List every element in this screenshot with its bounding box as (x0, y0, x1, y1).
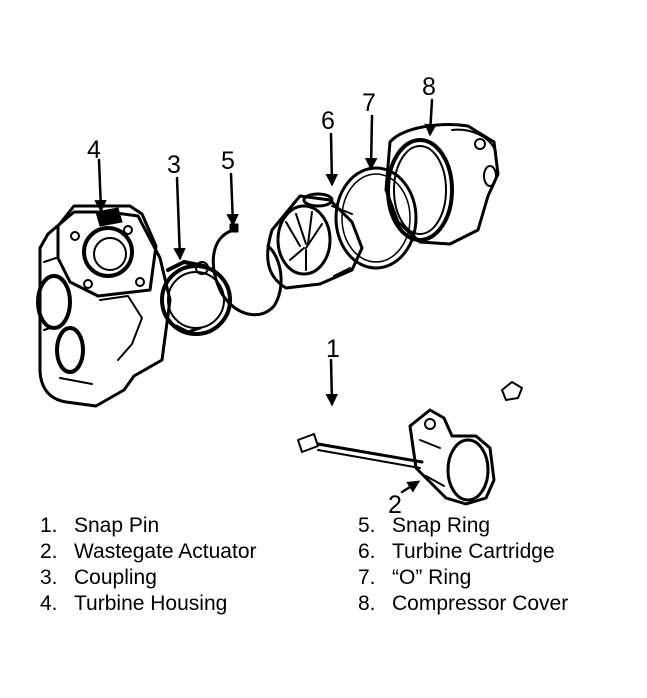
leader-7 (364, 114, 378, 171)
callout-2: 2 (388, 491, 402, 519)
compressor-cover (384, 123, 500, 246)
legend-label: Compressor Cover (392, 592, 569, 615)
legend-item: 2. Wastegate Actuator (40, 539, 257, 565)
callout-7: 7 (362, 89, 376, 117)
legend-label: Turbine Housing (74, 592, 228, 615)
legend-number: 7. (358, 566, 376, 589)
callout-3: 3 (167, 151, 181, 179)
turbine-housing (36, 204, 172, 408)
callout-numbers: 1 2 3 4 5 6 7 8 (87, 73, 436, 519)
leader-5 (226, 172, 239, 227)
parts-legend-right: 5. Snap Ring 6. Turbine Cartridge 7. “O” Ri… (358, 513, 568, 617)
legend-item: 4. Turbine Housing (40, 591, 257, 617)
callout-6: 6 (321, 107, 335, 135)
legend-number: 4. (40, 592, 58, 615)
parts-legend-left: 1. Snap Pin 2. Wastegate Actuator 3. Coupli… (40, 513, 257, 617)
legend-number: 8. (358, 592, 376, 615)
leader-2 (400, 480, 421, 494)
legend-item: 5. Snap Ring (358, 513, 568, 539)
legend-number: 6. (358, 540, 376, 563)
legend-item: 6. Turbine Cartridge (358, 539, 568, 565)
coupling-clamp (160, 260, 232, 336)
turbine-cartridge (266, 192, 364, 290)
legend-item: 1. Snap Pin (40, 513, 257, 539)
legend-label: Wastegate Actuator (74, 540, 257, 563)
callout-8: 8 (422, 73, 436, 101)
legend-number: 3. (40, 566, 58, 589)
legend-label: Turbine Cartridge (392, 540, 555, 563)
legend-number: 5. (358, 514, 376, 537)
legend-label: Snap Ring (392, 514, 491, 537)
leader-6 (325, 132, 339, 187)
callout-5: 5 (221, 147, 235, 175)
wastegate-actuator (297, 381, 523, 506)
leader-3 (173, 176, 186, 261)
callout-4: 4 (87, 136, 101, 164)
leader-8 (424, 98, 437, 137)
callout-1: 1 (326, 335, 340, 363)
legend-item: 3. Coupling (40, 565, 257, 591)
leader-1 (325, 358, 339, 407)
legend-item: 7. “O” Ring (358, 565, 568, 591)
legend-label: Coupling (74, 566, 157, 589)
legend-number: 1. (40, 514, 58, 537)
legend-item: 8. Compressor Cover (358, 591, 568, 617)
legend-number: 2. (40, 540, 58, 563)
leader-4 (94, 158, 107, 213)
legend-label: “O” Ring (392, 566, 472, 589)
legend-label: Snap Pin (74, 514, 160, 537)
leader-lines (94, 98, 437, 494)
